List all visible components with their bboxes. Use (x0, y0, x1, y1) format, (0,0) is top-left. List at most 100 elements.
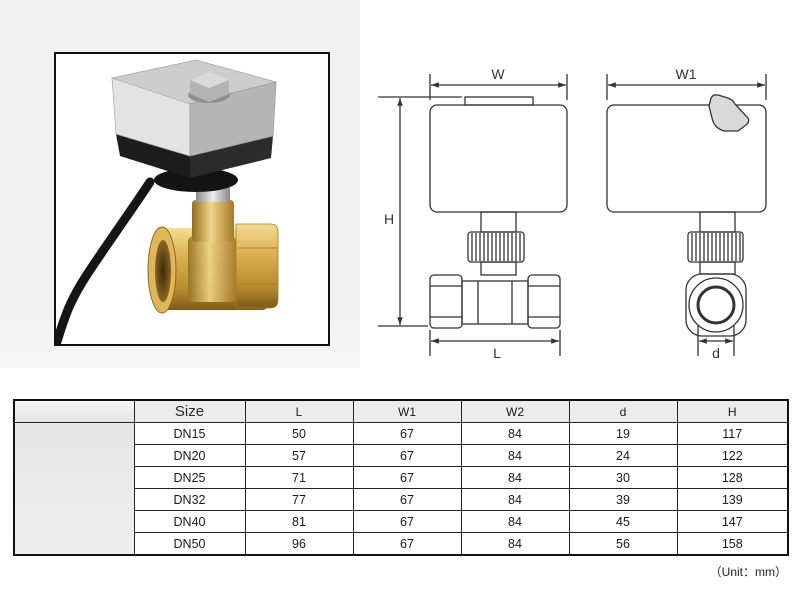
actuator-base (116, 134, 273, 192)
cell-w1: 67 (352, 532, 462, 556)
cell-w2: 84 (460, 510, 570, 533)
cell-d: 24 (568, 444, 678, 467)
cell-l: 77 (244, 488, 354, 511)
cell-w2: 84 (460, 532, 570, 556)
diameter-label: d (712, 345, 720, 361)
right-end-outline (527, 274, 561, 329)
table-corner-cell (13, 399, 135, 423)
table-row: DN25 71 67 84 30 128 (14, 466, 789, 489)
cell-d: 56 (568, 532, 678, 556)
cell-w1: 67 (352, 510, 462, 533)
header-size: Size (133, 399, 246, 423)
cell-h: 139 (676, 488, 789, 511)
cell-size: DN15 (133, 422, 246, 445)
cell-l: 96 (244, 532, 354, 556)
neck-outline (480, 261, 517, 276)
actuator-base-right-face (190, 136, 273, 178)
cell-h: 117 (676, 422, 789, 445)
technical-drawing: W H L (378, 66, 767, 361)
photo-frame (54, 52, 330, 346)
knurl-lines (471, 233, 521, 261)
cell-h: 158 (676, 532, 789, 556)
header-w1: W1 (352, 399, 462, 423)
valve-port-bore (155, 240, 171, 302)
actuator-base-underside (154, 168, 238, 192)
center-body-outline (461, 280, 529, 325)
knob-top (190, 72, 229, 88)
stem-outline (480, 211, 517, 233)
w1-dimension: W1 (606, 66, 767, 100)
port-outer-circle (688, 277, 744, 333)
table-header-row: Size L W1 W2 d H (13, 399, 789, 423)
cell-h: 147 (676, 510, 789, 533)
actuator-outline (606, 104, 767, 213)
diameter-dimension: d (697, 326, 735, 361)
height-label: H (384, 211, 394, 227)
cell-w2: 84 (460, 444, 570, 467)
actuator-base-left-face (116, 134, 190, 178)
table-row: DN15 50 67 84 19 117 (13, 422, 789, 556)
cell-size: DN25 (133, 466, 246, 489)
table-side-cell (13, 422, 135, 556)
cell-l: 57 (244, 444, 354, 467)
cell-l: 71 (244, 466, 354, 489)
header-l: L (244, 399, 354, 423)
cell-size: DN40 (133, 510, 246, 533)
cell-d: 45 (568, 510, 678, 533)
width-label: W (491, 66, 505, 82)
cell-h: 128 (676, 466, 789, 489)
port-hex-outline (685, 273, 747, 337)
header-h: H (676, 399, 789, 423)
cell-w2: 84 (460, 422, 570, 445)
width-dimension: W (429, 66, 568, 100)
side-view: W1 d (606, 66, 767, 361)
dimension-table: Size L W1 W2 d H DN15 50 67 84 19 117 DN… (13, 399, 789, 556)
cell-w2: 84 (460, 488, 570, 511)
actuator-outline (429, 104, 568, 213)
cell-d: 30 (568, 466, 678, 489)
knurl-lines (691, 233, 741, 261)
table-row: DN50 96 67 84 56 158 (14, 532, 789, 556)
actuator-knob (188, 72, 230, 103)
valve-body-side (685, 273, 747, 337)
cell-l: 81 (244, 510, 354, 533)
header-d: d (568, 399, 678, 423)
stem-brass (192, 200, 234, 242)
cell-w1: 67 (352, 466, 462, 489)
cell-size: DN50 (133, 532, 246, 556)
valve-body-center (188, 236, 236, 302)
valve-stem (192, 186, 234, 242)
cell-size: DN20 (133, 444, 246, 467)
cell-w1: 67 (352, 422, 462, 445)
table-row: DN20 57 67 84 24 122 (14, 444, 789, 467)
port-bore-circle (696, 285, 736, 325)
height-dimension: H (378, 96, 462, 327)
w1-label: W1 (676, 66, 697, 82)
front-view: W H L (378, 66, 568, 361)
length-label: L (493, 345, 501, 361)
valve-body (147, 223, 279, 314)
neck-outline (699, 261, 736, 275)
valve-body-front (429, 274, 561, 329)
cell-d: 19 (568, 422, 678, 445)
cable (56, 177, 155, 344)
length-dimension: L (429, 330, 561, 361)
actuator-top-tab (464, 96, 534, 106)
cell-w1: 67 (352, 444, 462, 467)
valve-body-right-end (235, 223, 279, 309)
stem-outline (699, 211, 736, 233)
table-row: DN32 77 67 84 39 139 (14, 488, 789, 511)
lever-outline (708, 94, 750, 132)
cell-size: DN32 (133, 488, 246, 511)
photo-panel (0, 0, 360, 368)
cell-l: 50 (244, 422, 354, 445)
unit-note: （Unit：mm） (709, 565, 787, 579)
cell-d: 39 (568, 488, 678, 511)
valve-photo (56, 59, 279, 344)
cell-w1: 67 (352, 488, 462, 511)
cell-h: 122 (676, 444, 789, 467)
left-end-outline (429, 274, 463, 329)
header-w2: W2 (460, 399, 570, 423)
table-row: DN40 81 67 84 45 147 (14, 510, 789, 533)
cell-w2: 84 (460, 466, 570, 489)
